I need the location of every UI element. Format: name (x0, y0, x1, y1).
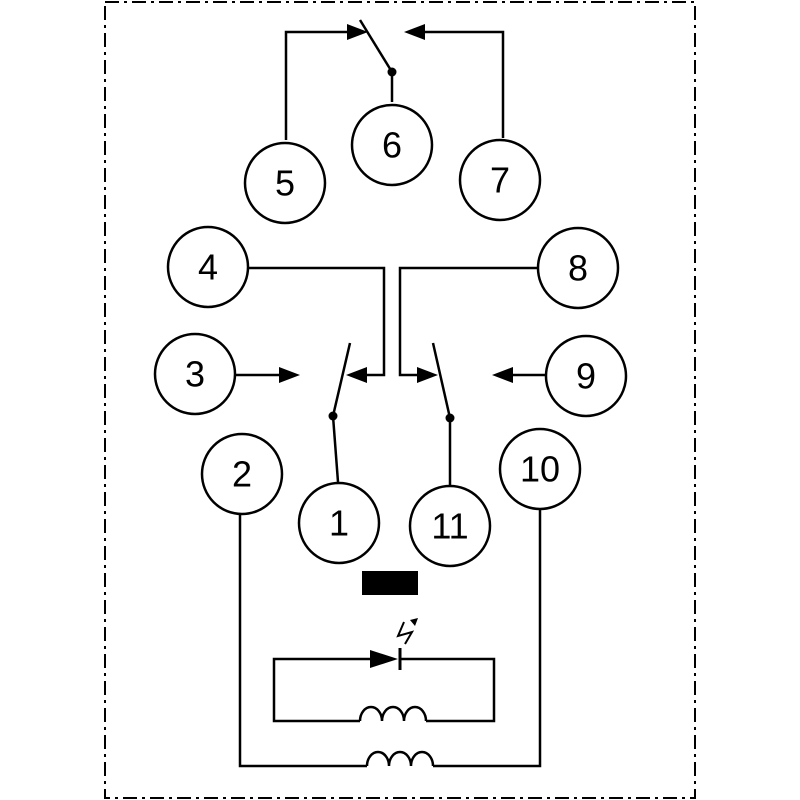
pin-9: 9 (544, 334, 628, 418)
pin-label: 8 (568, 248, 588, 289)
pin-label: 3 (185, 354, 205, 395)
arrow-icon (492, 367, 513, 383)
pin-label: 1 (329, 503, 349, 544)
switch-contact-right (398, 266, 546, 485)
arrow-icon (346, 367, 367, 383)
pin-label: 9 (576, 356, 596, 397)
pin-10: 10 (498, 427, 582, 511)
arrow-icon (417, 367, 438, 383)
pin-2: 2 (200, 432, 284, 516)
arrow-icon (279, 367, 300, 383)
dash-dot-border (104, 1, 696, 799)
pin-6: 6 (350, 103, 434, 187)
pin-11: 11 (408, 484, 492, 568)
arrow-icon (347, 24, 368, 40)
pin-label: 4 (198, 247, 218, 288)
pin-1: 1 (297, 481, 381, 565)
coil-icon (358, 705, 428, 722)
switch-contact-left (234, 266, 386, 483)
pin-label: 10 (520, 449, 560, 490)
pin-3: 3 (153, 332, 237, 416)
pin-label: 11 (431, 506, 468, 547)
key-tab-icon (362, 571, 418, 595)
coil-icon (365, 750, 435, 767)
arrow-icon (404, 24, 425, 40)
pin-label: 5 (275, 163, 295, 204)
coil-circuit (238, 508, 542, 768)
pin-label: 6 (382, 125, 402, 166)
pin-8: 8 (536, 226, 620, 310)
pin-label: 7 (490, 160, 510, 201)
led-icon (370, 618, 418, 670)
pin-5: 5 (243, 141, 327, 225)
switch-contact-top (284, 19, 505, 140)
pin-label: 2 (232, 454, 252, 495)
pin-7: 7 (458, 138, 542, 222)
pin-4: 4 (166, 225, 250, 309)
